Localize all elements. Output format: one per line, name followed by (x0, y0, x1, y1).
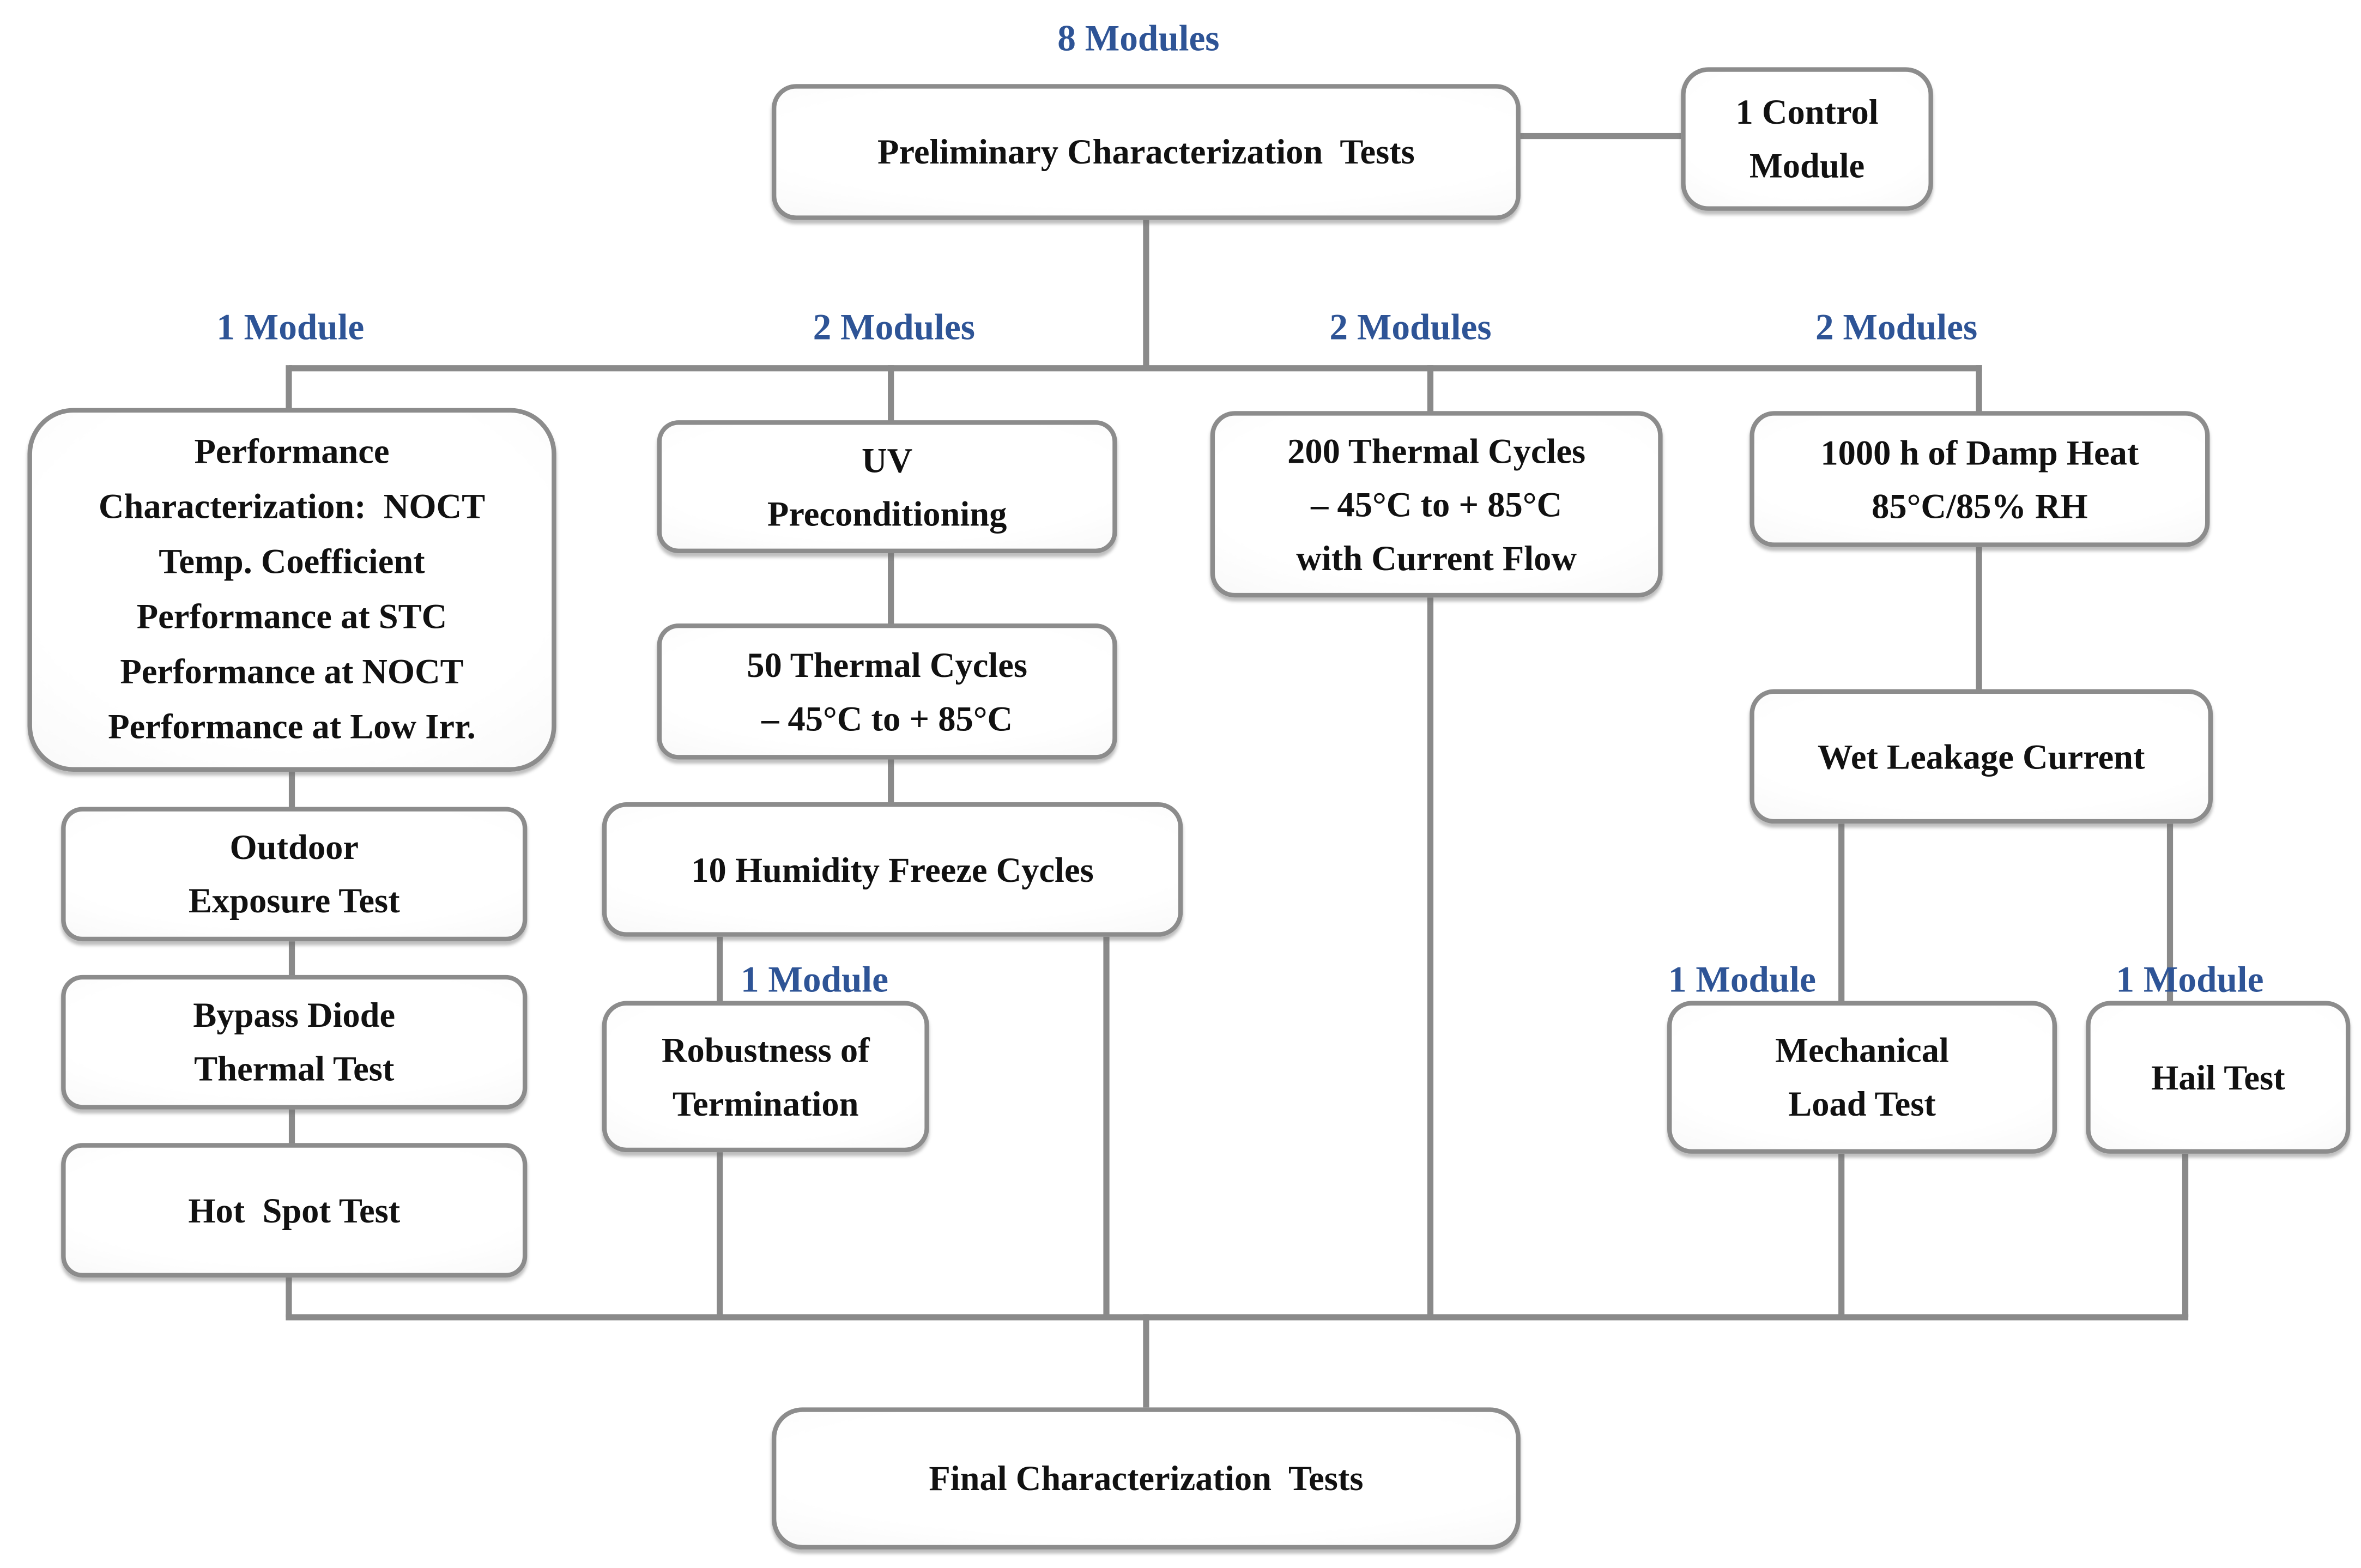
connector-robustness-convergence (717, 1152, 722, 1317)
connector-damp-wet (1976, 547, 1982, 693)
node-preliminary-characterization-tests: Preliminary Characterization Tests (771, 84, 1521, 220)
connector-humidity-robustness (717, 936, 722, 1004)
connector-drop-branch3 (1427, 365, 1433, 414)
node-performance-characterization: Performance Characterization: NOCT Temp.… (27, 408, 556, 772)
label-1-module-mechanical: 1 Module (1668, 961, 1816, 1001)
node-50-thermal-cycles-label: 50 Thermal Cycles – 45°C to + 85°C (747, 645, 1027, 737)
connector-spine-bottom (1143, 1314, 1149, 1408)
node-damp-heat-label: 1000 h of Damp Heat 85°C/85% RH (1820, 433, 2139, 525)
connector-drop-branch2 (888, 365, 893, 423)
node-bypass-diode-thermal-test: Bypass Diode Thermal Test (61, 974, 528, 1110)
connector-outdoor-bypass (288, 941, 294, 978)
connector-convergence-line (286, 1314, 2189, 1320)
node-preliminary-characterization-tests-label: Preliminary Characterization Tests (877, 132, 1415, 172)
node-control-module: 1 Control Module (1681, 67, 1933, 211)
node-hot-spot-test-label: Hot Spot Test (188, 1191, 401, 1230)
node-hail-test: Hail Test (2086, 1001, 2351, 1154)
connector-uv-tc50 (888, 553, 893, 627)
connector-mechanical-convergence (1838, 1153, 1844, 1317)
label-2-modules-branch4: 2 Modules (1815, 308, 1978, 349)
connector-bypass-hotspot (288, 1109, 294, 1146)
label-1-module-robustness: 1 Module (740, 961, 888, 1001)
node-200-thermal-cycles: 200 Thermal Cycles – 45°C to + 85°C with… (1210, 411, 1663, 598)
connector-drop-branch1 (286, 365, 292, 411)
label-8-modules: 8 Modules (1057, 20, 1220, 60)
node-outdoor-exposure-test-label: Outdoor Exposure Test (188, 828, 400, 920)
node-wet-leakage-current: Wet Leakage Current (1749, 689, 2213, 824)
node-hail-test-label: Hail Test (2151, 1058, 2285, 1097)
label-1-module-hail: 1 Module (2116, 961, 2264, 1001)
connector-hotspot-convergence (286, 1278, 292, 1317)
node-uv-preconditioning-label: UV Preconditioning (767, 440, 1007, 533)
connector-prelim-control (1504, 132, 1681, 138)
node-mechanical-load-test-label: Mechanical Load Test (1775, 1031, 1949, 1123)
node-control-module-label: 1 Control Module (1735, 93, 1879, 185)
node-final-characterization-tests-label: Final Characterization Tests (929, 1459, 1364, 1498)
connector-tc200-convergence (1427, 597, 1433, 1317)
connector-humidity-convergence (1103, 936, 1109, 1317)
connector-wet-mechanical (1838, 824, 1844, 1004)
node-10-humidity-freeze-cycles: 10 Humidity Freeze Cycles (602, 802, 1183, 937)
connector-wet-hail (2166, 824, 2172, 1004)
node-robustness-of-termination-label: Robustness of Termination (661, 1031, 870, 1123)
node-50-thermal-cycles: 50 Thermal Cycles – 45°C to + 85°C (657, 623, 1117, 760)
label-2-modules-branch3: 2 Modules (1329, 308, 1492, 349)
connector-drop-branch4 (1976, 365, 1982, 414)
label-1-module-branch1: 1 Module (216, 308, 365, 349)
node-200-thermal-cycles-label: 200 Thermal Cycles – 45°C to + 85°C with… (1287, 432, 1586, 577)
connector-spine-top (1143, 220, 1149, 368)
node-robustness-of-termination: Robustness of Termination (602, 1001, 929, 1153)
node-performance-characterization-label: Performance Characterization: NOCT Temp.… (98, 432, 486, 746)
connector-branch-line (288, 365, 1982, 371)
node-wet-leakage-current-label: Wet Leakage Current (1817, 737, 2145, 776)
node-uv-preconditioning: UV Preconditioning (657, 420, 1117, 554)
connector-hail-convergence (2182, 1153, 2188, 1317)
node-damp-heat: 1000 h of Damp Heat 85°C/85% RH (1749, 411, 2210, 547)
node-bypass-diode-thermal-test-label: Bypass Diode Thermal Test (193, 996, 396, 1088)
node-final-characterization-tests: Final Characterization Tests (771, 1407, 1521, 1550)
connector-tc50-humidity (888, 759, 893, 806)
node-hot-spot-test: Hot Spot Test (61, 1143, 528, 1278)
node-10-humidity-freeze-cycles-label: 10 Humidity Freeze Cycles (691, 850, 1094, 889)
connector-performance-outdoor (288, 771, 294, 810)
node-outdoor-exposure-test: Outdoor Exposure Test (61, 807, 528, 942)
node-mechanical-load-test: Mechanical Load Test (1667, 1001, 2057, 1154)
label-2-modules-branch2: 2 Modules (813, 308, 975, 349)
